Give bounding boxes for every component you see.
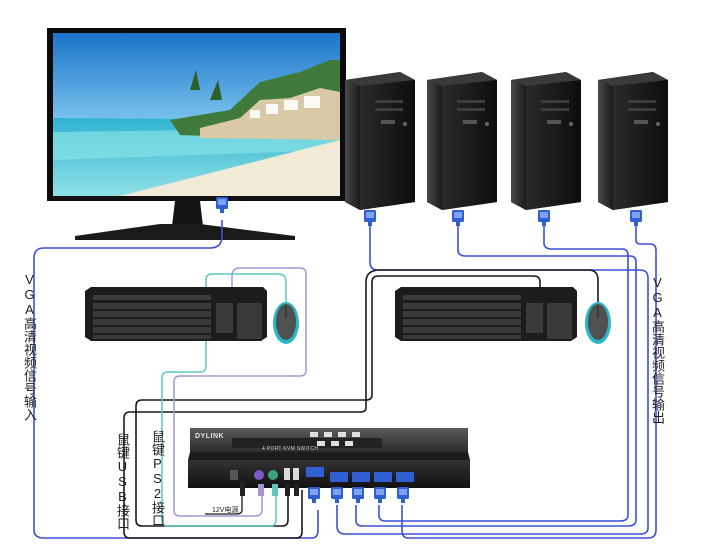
ps2-cables (161, 267, 307, 527)
kvm-switch (188, 428, 470, 488)
computer-2 (427, 72, 497, 210)
keyboard-ps2 (85, 287, 267, 341)
monitor (47, 28, 346, 240)
power-label: 12V电源 (212, 507, 239, 514)
mouse-keyboard-ps2-label: 鼠键PS2接口 (150, 430, 165, 527)
kvm-connector-plugs (240, 482, 409, 503)
computer-1 (345, 72, 415, 210)
computer-3 (511, 72, 581, 210)
kvm-brand-logo: DYLINK (195, 433, 225, 440)
computer-4 (598, 72, 668, 210)
mouse-ps2 (273, 302, 299, 344)
mouse-keyboard-usb-label: 鼠键USB接口 (115, 433, 130, 530)
mouse-usb (585, 302, 611, 344)
vga-cables (33, 220, 657, 539)
power-cable (205, 496, 243, 515)
keyboard-usb (395, 287, 577, 341)
vga-output-label: VGA高清视频信号输出 (650, 275, 665, 424)
kvm-model-label: 4 PORT KVM SWITCH (262, 446, 319, 452)
vga-input-label: VGA高清视频信号输入 (22, 272, 37, 421)
